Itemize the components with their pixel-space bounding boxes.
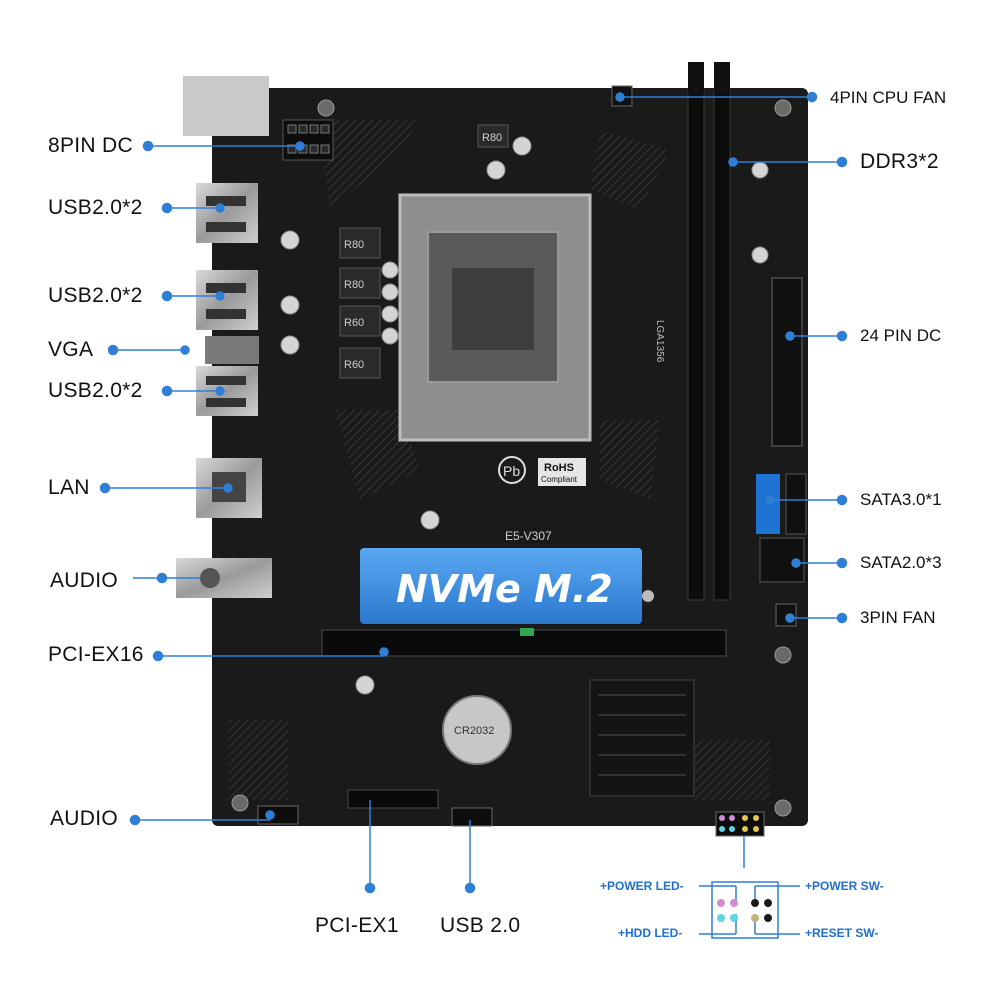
label-usb-1: USB2.0*2	[48, 196, 143, 219]
battery-label: CR2032	[454, 725, 494, 737]
chipset-heatsink	[589, 679, 695, 797]
socket-label: LGA1356	[654, 320, 665, 363]
label-3pin-fan: 3PIN FAN	[860, 608, 936, 627]
pcie-x1-slot	[347, 789, 439, 809]
label-pcie-x16: PCI-EX16	[48, 643, 144, 666]
front-audio-header	[257, 805, 299, 825]
front-panel-diagram	[699, 881, 800, 939]
label-power-sw: +POWER SW-	[805, 879, 884, 893]
svg-text:R80: R80	[344, 239, 364, 251]
power-connector-24pin	[771, 277, 803, 447]
ddr3-slot-1	[687, 89, 705, 601]
ddr3-slot-2	[713, 89, 731, 601]
label-usb-2: USB2.0*2	[48, 284, 143, 307]
svg-text:R80: R80	[344, 279, 364, 291]
label-reset-sw: +RESET SW-	[805, 926, 879, 940]
label-sata2: SATA2.0*3	[860, 553, 942, 572]
pb-mark: Pb	[503, 463, 520, 479]
label-8pin-dc: 8PIN DC	[48, 134, 133, 157]
label-sata3: SATA3.0*1	[860, 490, 942, 509]
model-label: E5-V307	[505, 529, 552, 543]
mounting-holes	[231, 99, 792, 817]
label-audio-rear: AUDIO	[50, 569, 119, 592]
label-lan: LAN	[48, 476, 90, 499]
vrm-chokes: R80 R80 R80 R60 R60	[339, 124, 509, 379]
sata2-ports	[785, 473, 807, 535]
label-usb-header: USB 2.0	[440, 914, 521, 937]
cmos-battery	[442, 695, 512, 765]
usb-port-group-1	[196, 183, 258, 243]
usb-port-group-2	[196, 270, 258, 330]
front-panel-pins	[719, 815, 759, 832]
label-audio-front: AUDIO	[50, 807, 119, 830]
nvme-heatsink	[360, 548, 642, 624]
label-ddr3: DDR3*2	[860, 150, 939, 173]
power-connector-8pin	[183, 76, 269, 136]
label-hdd-led: +HDD LED-	[618, 926, 683, 940]
vga-port	[205, 336, 259, 364]
nvme-label: NVMe M.2	[396, 567, 613, 611]
rohs-sub: Compliant	[541, 475, 578, 484]
rohs-mark: RoHS	[544, 462, 574, 474]
label-vga: VGA	[48, 338, 94, 361]
callout-lines	[99, 91, 848, 894]
capacitors	[280, 136, 769, 695]
svg-text:R60: R60	[344, 317, 364, 329]
label-pcie-x1: PCI-EX1	[315, 914, 399, 937]
label-usb-3: USB2.0*2	[48, 379, 143, 402]
label-cpu-fan: 4PIN CPU FAN	[830, 88, 947, 107]
usb-header	[451, 807, 493, 827]
svg-text:R80: R80	[482, 132, 502, 144]
label-24pin-dc: 24 PIN DC	[860, 326, 942, 345]
svg-text:R60: R60	[344, 359, 364, 371]
label-power-led: +POWER LED-	[600, 879, 684, 893]
